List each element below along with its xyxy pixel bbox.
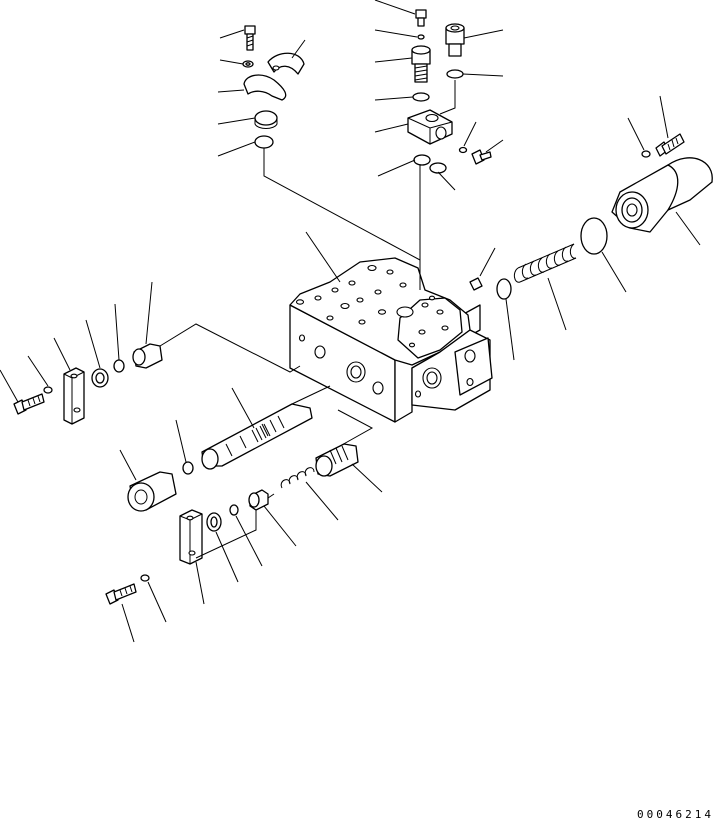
spool-assembly (127, 403, 313, 512)
valve-body (289, 257, 493, 423)
relief-valve-parts (206, 443, 359, 532)
lower-left-parts (105, 509, 203, 605)
left-upper-parts (13, 343, 163, 425)
right-parts (469, 133, 713, 300)
top-center-parts (407, 9, 492, 174)
leader-lines (0, 0, 701, 643)
document-number: 00046214 (637, 808, 714, 821)
top-left-parts (242, 25, 305, 149)
